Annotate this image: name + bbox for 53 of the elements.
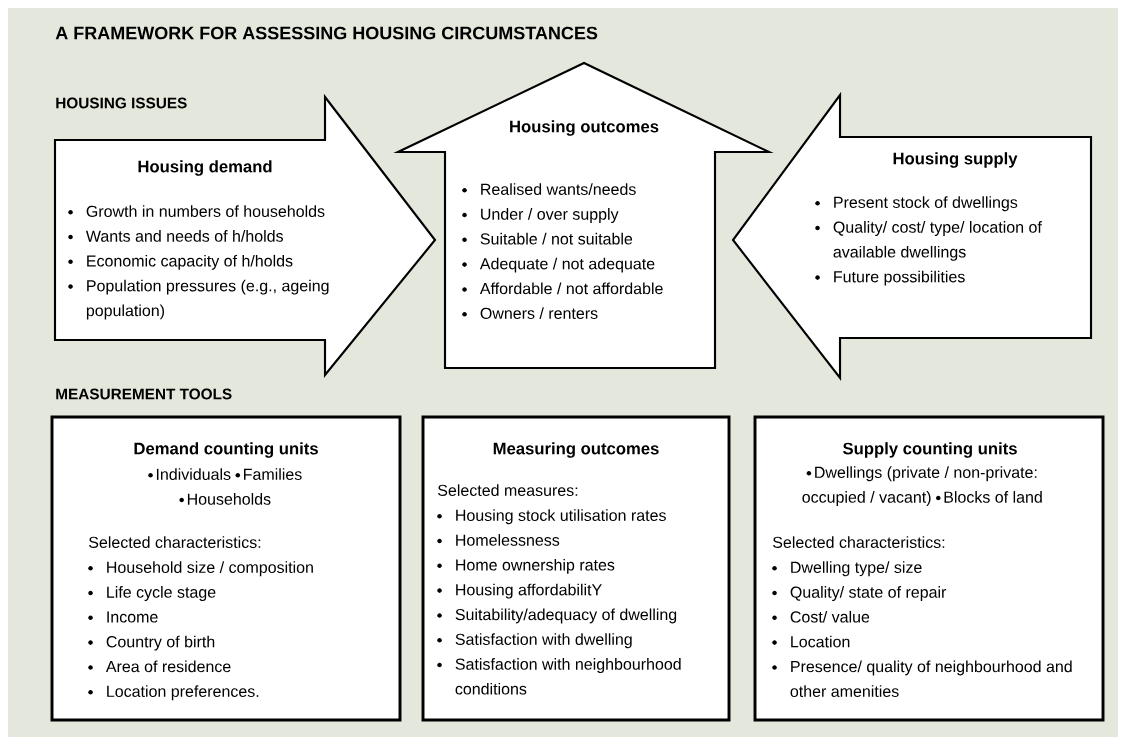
house-shape — [393, 61, 774, 370]
bullet-item: Individuals — [148, 468, 231, 480]
bullet-item: Location preferences. — [88, 685, 259, 701]
bullet-item: Families — [235, 468, 302, 480]
box-heading: Supply counting units — [843, 442, 1017, 458]
bullet-item: Population pressures (e.g., ageing population) — [68, 279, 329, 320]
bullet-item: Housing stock utilisation rates — [437, 509, 666, 525]
bullet-item: Life cycle stage — [88, 586, 216, 601]
subheading: Selected measures: — [438, 484, 578, 496]
bullet-item: Present stock of dwellings — [815, 196, 1018, 212]
bullet-item: Satisfaction with dwelling — [437, 633, 632, 649]
bullet-item: Suitability/adequacy of dwelling — [437, 608, 677, 624]
title: A FRAMEWORK FOR ASSESSING HOUSING CIRCUMSTANCES — [55, 26, 598, 40]
bullet-item: Dwelling type/ size — [772, 561, 922, 577]
bullet-item: Cost/ value — [772, 610, 870, 623]
subheading: Selected characteristics: — [773, 536, 945, 548]
bullet-item: Country of birth — [88, 635, 215, 651]
bullet-item: Quality/ state of repair — [772, 586, 947, 601]
section-label: HOUSING ISSUES — [56, 97, 187, 109]
bullet-item: Suitable / not suitable — [462, 232, 633, 245]
bullet-item: Future possibilities — [815, 270, 965, 286]
bullet-item: Area of residence — [88, 660, 231, 673]
framed-box — [753, 415, 1105, 722]
bullet-item: Growth in numbers of households — [68, 205, 325, 217]
bullet-item: Presence/ quality of neighbourhood and other amenities — [772, 660, 1072, 697]
bullet-item: Income — [88, 611, 158, 623]
bullet-item: Realised wants/needs — [462, 183, 636, 195]
bullet-item: Wants and needs of h/holds — [68, 230, 283, 242]
bullet-item: Blocks of land — [936, 491, 1042, 503]
bullet-item: Quality/ cost/ type/ location of available dwellings — [815, 221, 1042, 261]
box-heading: Housing demand — [138, 160, 272, 176]
section-label: MEASUREMENT TOOLS — [56, 388, 232, 400]
arrow-shape — [731, 91, 1093, 382]
bullet-item: Owners / renters — [462, 307, 598, 319]
arrow-shape — [53, 93, 437, 378]
bullet-item: Satisfaction with neighbourhood conditions — [437, 658, 681, 695]
subheading: Selected characteristics: — [89, 536, 261, 548]
bullet-item: Economic capacity of h/holds — [68, 254, 293, 270]
box-heading: Measuring outcomes — [493, 442, 659, 458]
bullet-item: Households — [179, 493, 271, 505]
framed-box — [50, 415, 402, 722]
bullet-item: Household size / composition — [88, 561, 313, 577]
bullet-item: Under / over supply — [462, 208, 619, 223]
bullet-item: Adequate / not adequate — [462, 257, 655, 273]
bullet-item: Homelessness — [437, 534, 560, 546]
bullet-item: Affordable / not affordable — [462, 282, 663, 295]
bullet-item: Location — [772, 635, 850, 648]
box-heading: Demand counting units — [134, 442, 318, 458]
bullet-item: Home ownership rates — [437, 558, 615, 574]
bullet-item: Housing affordabilitY — [437, 583, 602, 599]
box-heading: Housing outcomes — [510, 120, 659, 136]
box-heading: Housing supply — [893, 152, 1018, 168]
framed-box — [421, 415, 731, 722]
